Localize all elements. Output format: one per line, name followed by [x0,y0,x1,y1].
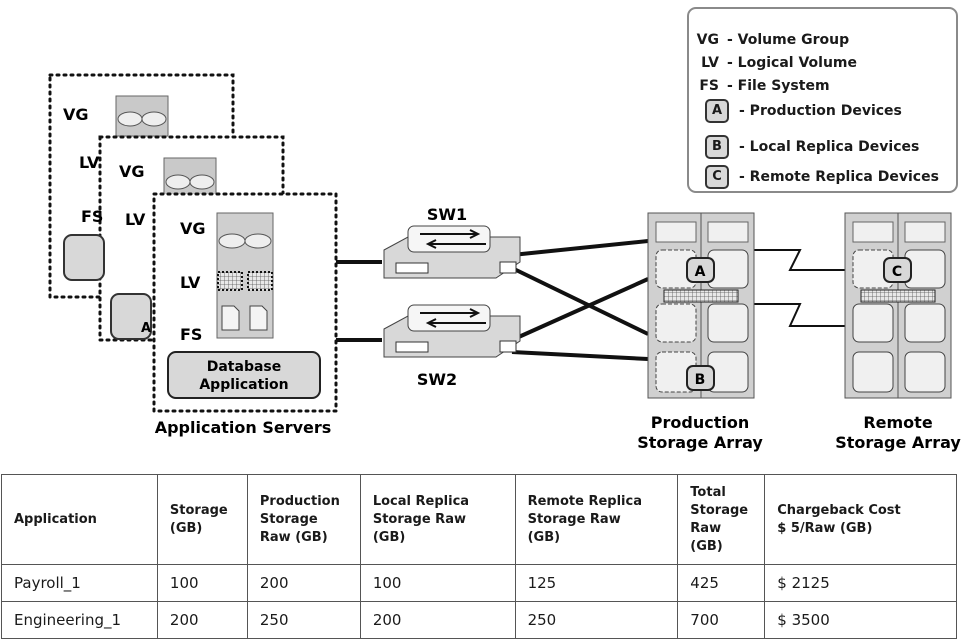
server-back-2-vg-label: VG [119,162,145,181]
badge-c-icon: C [705,165,729,189]
table-cell: $ 3500 [764,601,957,639]
table-row: Engineering_1 200 250 200 250 700 $ 3500 [1,601,957,639]
legend: VG - Volume Group LV - Logical Volume FS… [687,7,958,193]
table-cell: 100 [359,564,516,602]
table-cell: 250 [514,601,679,639]
table-cell: Engineering_1 [1,601,158,639]
legend-row-b: B - Local Replica Devices [689,135,920,159]
remote-badge-c: C [892,264,902,280]
legend-key: FS [699,78,719,94]
server-front: LV A VG LV FS Database Application Appli… [110,192,338,437]
header-application: Application [1,474,158,565]
remote-storage-array: C Remote Storage Array [835,212,961,452]
legend-row-a: A - Production Devices [689,99,902,123]
production-badge-b: B [695,372,706,388]
sw2-label: SW2 [417,370,457,389]
badge-b-icon: B [705,135,729,159]
database-application-line1: Database [207,359,282,375]
connection-lines [336,239,649,361]
legend-row-lv: LV - Logical Volume [689,52,857,74]
server-back-1-app-partial: A [141,321,151,336]
legend-key: VG [696,32,719,48]
table-cell: 100 [156,564,248,602]
legend-row-c: C - Remote Replica Devices [689,165,939,189]
production-badge-a: A [695,264,706,280]
table-cell: 700 [677,601,766,639]
legend-label: - Local Replica Devices [739,139,920,155]
server-front-lv-label: LV [180,273,201,292]
table-cell: 200 [359,601,516,639]
badge-a-icon: A [705,99,729,123]
switch-sw1: SW1 [383,205,521,279]
database-application-line2: Application [199,377,288,393]
remote-array-label-line1: Remote [863,413,932,432]
sw1-label: SW1 [427,205,467,224]
server-back-2-fs-partial: FS [81,207,103,226]
switch-sw2: SW2 [383,304,521,389]
legend-key: LV [701,55,719,71]
legend-row-vg: VG - Volume Group [689,29,849,51]
production-array-label-line2: Storage Array [637,433,763,452]
table-cell: 125 [514,564,679,602]
server-back-2-lv-partial: LV [125,210,146,229]
remote-links [752,249,845,327]
table-cell: 250 [246,601,361,639]
table-cell: 200 [156,601,248,639]
application-servers-caption: Application Servers [155,418,332,437]
production-array-label-line1: Production [651,413,749,432]
legend-row-fs: FS - File System [689,75,830,97]
table-cell: 425 [677,564,766,602]
legend-label: - Remote Replica Devices [739,169,939,185]
legend-label: - Volume Group [727,32,850,48]
server-back-1-lv-label: LV [79,153,100,172]
server-front-vg-label: VG [180,219,206,238]
table-cell: Payroll_1 [1,564,158,602]
storage-topology-diagram: VG LV VG FS LV A VG LV FS Database Appli… [48,73,961,452]
table-cell: $ 2125 [764,564,957,602]
server-back-1-vg-label: VG [63,105,89,124]
header-storage: Storage(GB) [156,474,248,565]
production-storage-array: A B Production Storage Array [637,212,763,452]
legend-label: - Production Devices [739,103,902,119]
remote-array-label-line2: Storage Array [835,433,961,452]
table-row: Payroll_1 100 200 100 125 425 $ 2125 [1,564,957,602]
header-chargeback-cost: Chargeback Cost$ 5/Raw (GB) [764,474,957,565]
table-cell: 200 [246,564,361,602]
database-application-box [167,351,321,399]
legend-label: - File System [727,78,830,94]
server-front-fs-label: FS [180,325,202,344]
legend-label: - Logical Volume [727,55,857,71]
